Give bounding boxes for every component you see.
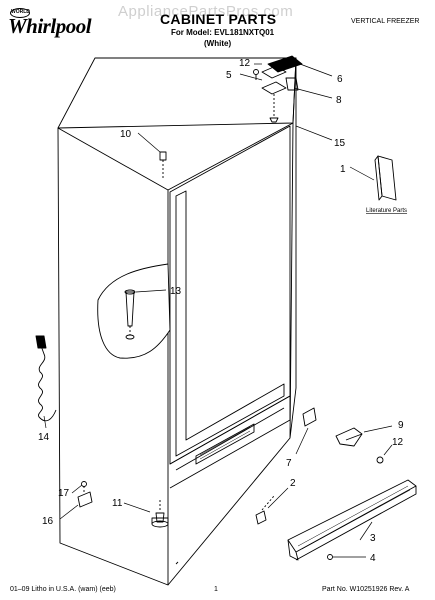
callout-3: 3 bbox=[370, 533, 376, 544]
cord-clip bbox=[77, 491, 93, 508]
page-title: CABINET PARTS bbox=[160, 11, 277, 27]
watermark: AppliancePartsPros.com bbox=[118, 3, 294, 20]
callout-13: 13 bbox=[170, 286, 182, 297]
cabinet-right-side bbox=[289, 57, 297, 439]
callout-9: 9 bbox=[398, 420, 404, 431]
hinge-shim-upper bbox=[261, 65, 287, 79]
cutaway-window bbox=[97, 263, 171, 359]
hinge-pin-mount bbox=[302, 407, 317, 427]
brand-badge: WORLD bbox=[10, 8, 30, 18]
category-label: VERTICAL FREEZER bbox=[351, 18, 420, 25]
cabinet-left-front-panel bbox=[57, 127, 169, 586]
callout-11: 11 bbox=[112, 498, 123, 509]
grille-clip bbox=[255, 510, 267, 525]
callout-2: 2 bbox=[290, 478, 296, 489]
callout-7: 7 bbox=[286, 458, 292, 469]
footer-litho: 01–09 Litho in U.S.A. (wam) (eeb) bbox=[10, 586, 116, 593]
kickplate-vent bbox=[195, 423, 255, 465]
cabinet-top-face bbox=[57, 57, 297, 129]
literature-parts-label: Literature Parts bbox=[366, 208, 407, 214]
callout-labels: 12 5 6 8 10 15 1 13 14 9 12 7 2 17 11 16… bbox=[38, 58, 404, 564]
cabinet-top-screw bbox=[159, 151, 167, 161]
machine-compartment bbox=[169, 395, 291, 489]
cabinet-bottom-front bbox=[167, 437, 291, 586]
bottom-hinge-bracket bbox=[335, 427, 363, 447]
callout-10: 10 bbox=[120, 129, 132, 140]
literature-pack bbox=[377, 155, 397, 201]
callout-15: 15 bbox=[334, 138, 346, 149]
compartment-shelf bbox=[175, 407, 285, 471]
opening-outer-rim bbox=[169, 125, 291, 465]
footer-page-number: 1 bbox=[214, 586, 218, 593]
leveling-leg bbox=[155, 512, 165, 523]
brand-logo: Whirlpool bbox=[8, 14, 92, 38]
callout-6: 6 bbox=[337, 74, 343, 85]
footer-part-number: Part No. W10251926 Rev. A bbox=[322, 586, 410, 593]
callout-17: 17 bbox=[58, 488, 70, 499]
hinge-cover bbox=[267, 55, 303, 73]
power-cord bbox=[38, 342, 57, 422]
callout-12-bottom: 12 bbox=[392, 437, 404, 448]
callout-1: 1 bbox=[340, 164, 346, 175]
cabinet-top-front-edge bbox=[167, 122, 294, 191]
opening-inner-rim bbox=[175, 190, 285, 457]
callout-12-top: 12 bbox=[239, 58, 251, 69]
callout-14: 14 bbox=[38, 432, 50, 443]
callout-8: 8 bbox=[336, 95, 342, 106]
callout-16: 16 bbox=[42, 516, 54, 527]
hinge-bracket bbox=[285, 77, 299, 91]
callout-5: 5 bbox=[226, 70, 232, 81]
model-line: For Model: EVL181NXTQ01 bbox=[171, 28, 275, 37]
variant-label: (White) bbox=[204, 39, 232, 48]
drain-tube bbox=[125, 291, 135, 327]
callout-4: 4 bbox=[370, 553, 376, 564]
hinge-shim-lower bbox=[261, 81, 287, 95]
